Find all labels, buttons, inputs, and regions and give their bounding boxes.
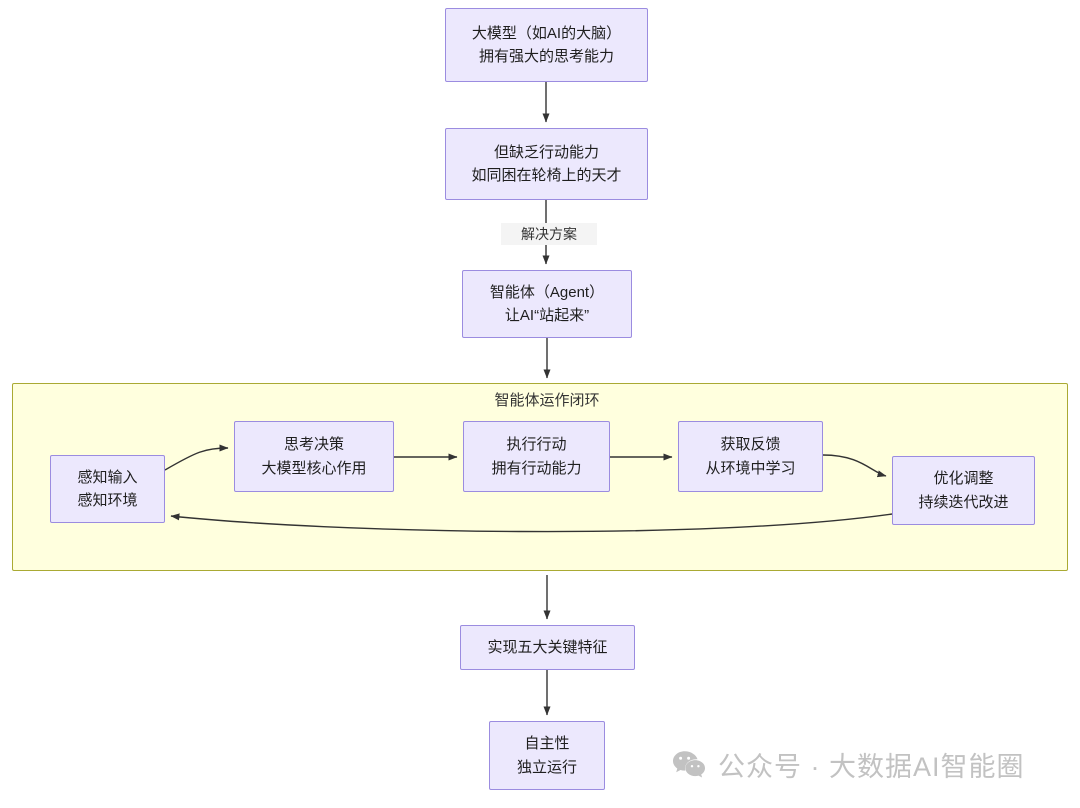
node-line: 让AI“站起来” [504, 307, 590, 324]
node-line: 感知环境 [77, 492, 138, 509]
node-line: 持续迭代改进 [918, 493, 1009, 511]
node-line: 执行行动 [506, 436, 567, 454]
wechat-icon [672, 750, 706, 780]
node-line: 智能体（Agent） [489, 283, 605, 301]
edge-label-solution: 解决方案 [501, 223, 597, 245]
node-five-key-features[interactable]: 实现五大关键特征 [460, 625, 635, 670]
node-line: 大模型核心作用 [261, 459, 367, 477]
node-line: 获取反馈 [720, 436, 781, 454]
node-execute-action[interactable]: 执行行动 拥有行动能力 [463, 421, 610, 492]
node-large-model[interactable]: 大模型（如AI的大脑） 拥有强大的思考能力 [445, 8, 648, 82]
node-line: 拥有强大的思考能力 [478, 48, 614, 65]
node-line: 大模型（如AI的大脑） [471, 24, 622, 42]
node-line: 优化调整 [933, 470, 994, 488]
watermark-text: 公众号 · 大数据AI智能圈 [718, 752, 1025, 782]
node-line: 拥有行动能力 [491, 459, 582, 477]
node-optimize-adjust[interactable]: 优化调整 持续迭代改进 [892, 456, 1035, 525]
node-line: 独立运行 [516, 758, 577, 776]
node-line: 从环境中学习 [705, 459, 796, 477]
node-line: 感知输入 [77, 468, 138, 486]
node-agent[interactable]: 智能体（Agent） 让AI“站起来” [462, 270, 632, 338]
node-think-decide[interactable]: 思考决策 大模型核心作用 [234, 421, 394, 492]
node-line: 如同困在轮椅上的天才 [471, 167, 622, 184]
node-line: 但缺乏行动能力 [493, 143, 599, 161]
node-line: 自主性 [524, 735, 570, 753]
watermark: 公众号 · 大数据AI智能圈 [672, 745, 1025, 784]
node-perceive-input[interactable]: 感知输入 感知环境 [50, 455, 165, 523]
node-line: 思考决策 [283, 436, 344, 454]
node-get-feedback[interactable]: 获取反馈 从环境中学习 [678, 421, 823, 492]
node-autonomy[interactable]: 自主性 独立运行 [489, 721, 605, 790]
node-line: 实现五大关键特征 [487, 638, 608, 656]
subgraph-title: 智能体运作闭环 [494, 392, 600, 409]
node-lacks-action[interactable]: 但缺乏行动能力 如同困在轮椅上的天才 [445, 128, 648, 200]
